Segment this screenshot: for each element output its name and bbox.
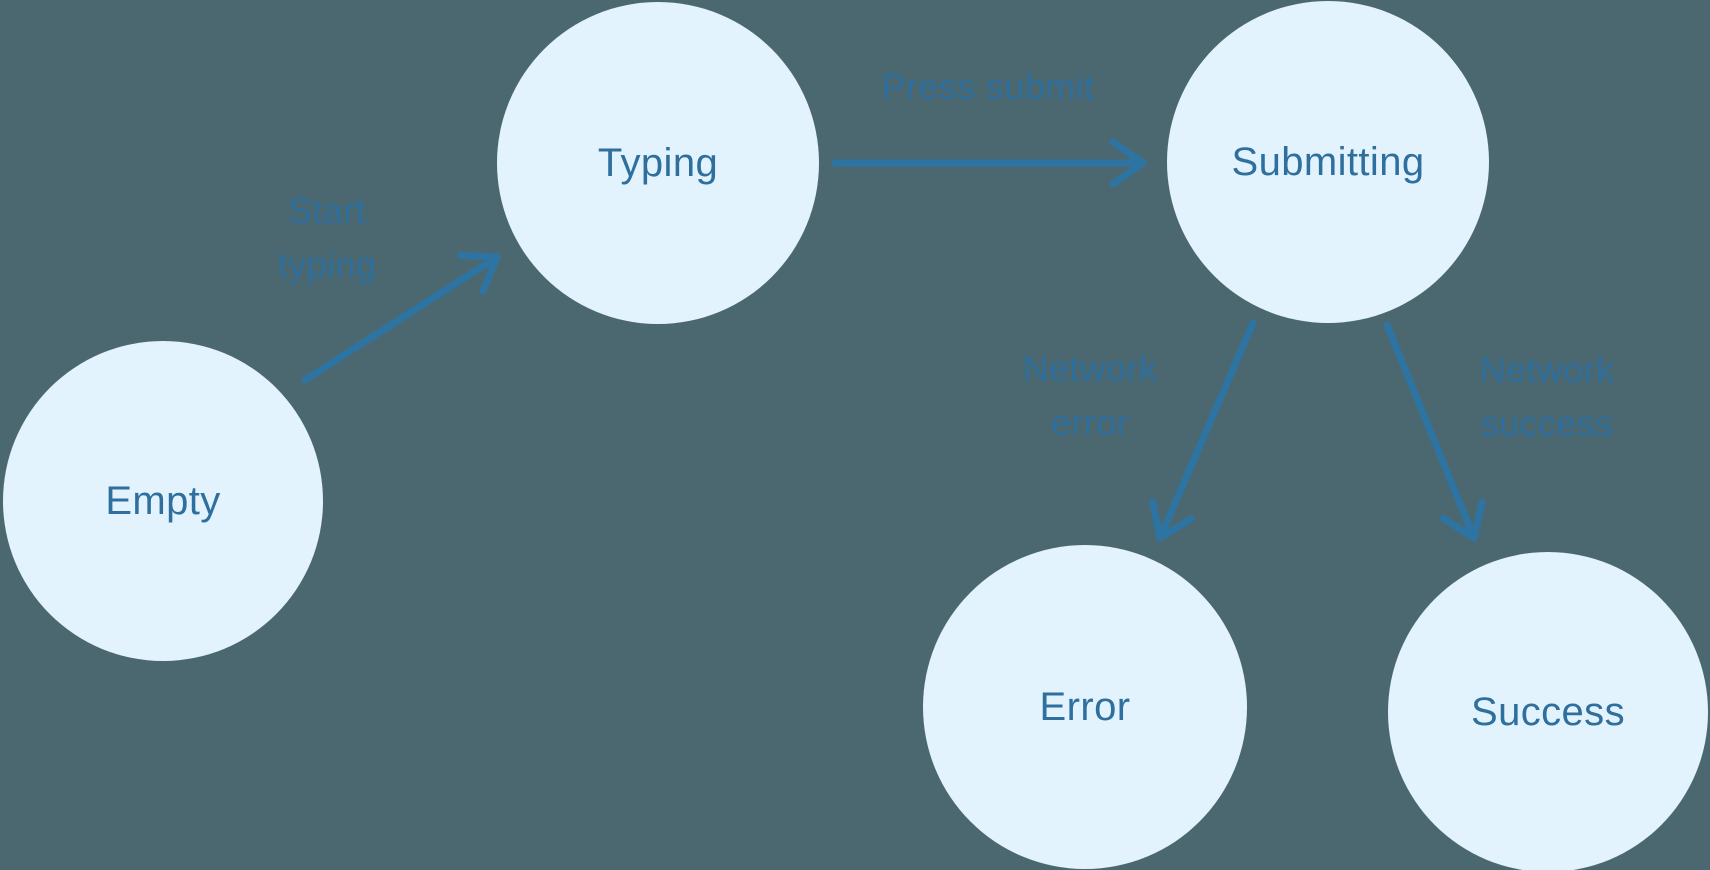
edge-label-network-success: Network success xyxy=(1479,349,1615,444)
state-node-empty-label: Empty xyxy=(105,478,221,523)
state-node-submitting: Submitting xyxy=(1167,1,1489,323)
state-node-error-label: Error xyxy=(1039,684,1131,729)
edge-label-press-submit: Press submit xyxy=(881,66,1095,107)
state-node-typing: Typing xyxy=(497,2,819,324)
state-node-error: Error xyxy=(923,545,1247,869)
state-node-typing-label: Typing xyxy=(597,140,719,185)
state-node-success: Success xyxy=(1388,552,1708,870)
state-node-success-label: Success xyxy=(1471,689,1625,734)
arrow-submitting-to-success xyxy=(1383,321,1486,542)
arrow-submitting-to-error xyxy=(1149,319,1257,542)
edge-label-network-error: Network error xyxy=(1022,348,1158,443)
state-node-empty: Empty xyxy=(3,341,323,661)
edge-label-start-typing: Start typing xyxy=(277,190,377,285)
state-node-submitting-label: Submitting xyxy=(1231,139,1425,184)
